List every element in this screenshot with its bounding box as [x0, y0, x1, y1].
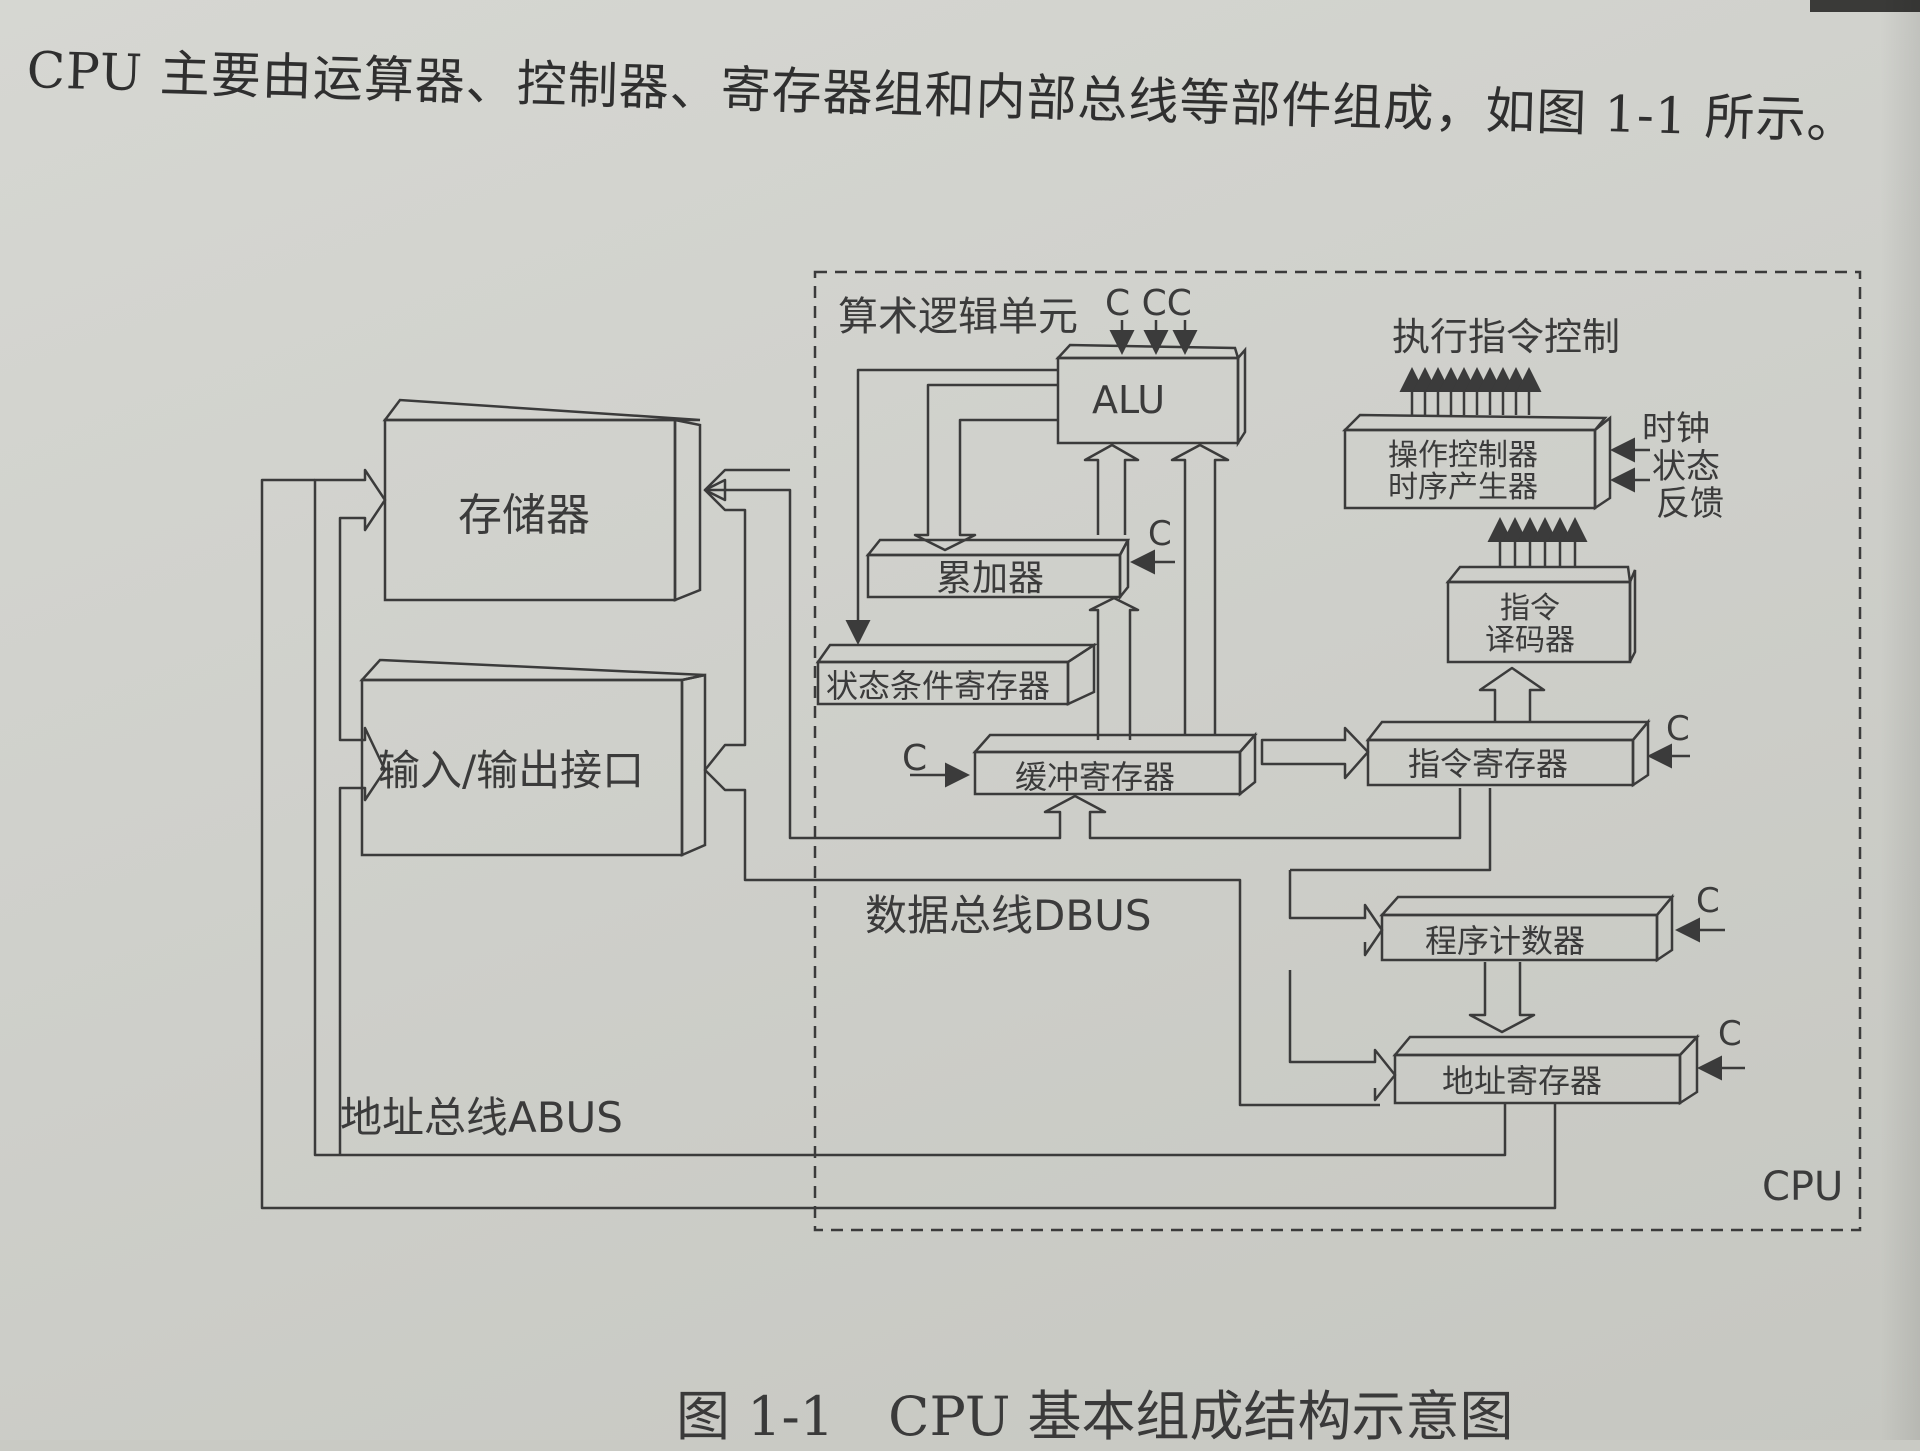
alu-clock-inputs: C CC	[1105, 283, 1192, 324]
program-counter-clock: C	[1696, 881, 1720, 921]
page-edge-shadow	[1810, 0, 1920, 12]
alu-to-status-line	[845, 368, 1058, 645]
op-controller-block	[1341, 413, 1612, 511]
data-bus-memory-head	[703, 478, 727, 502]
accumulator-to-alu-arrow	[1083, 443, 1140, 535]
io-block	[359, 658, 707, 857]
status-register-label: 状态条件寄存器	[826, 667, 1050, 705]
decoder-label-1: 指令	[1500, 591, 1560, 626]
alu-to-accumulator-arrow	[913, 383, 1058, 552]
status-register-block	[815, 642, 1099, 706]
memory-block	[382, 398, 702, 602]
program-counter-label: 程序计数器	[1425, 922, 1585, 960]
cpu-boundary	[813, 270, 1862, 1232]
alu-section-label: 算术逻辑单元	[838, 294, 1078, 340]
feedback-side-label: 反馈	[1656, 484, 1724, 524]
status-side-label: 状态	[1652, 447, 1720, 487]
address-register-block	[1392, 1033, 1700, 1106]
buffer-register-label: 缓冲寄存器	[1015, 758, 1175, 796]
figure-caption: 图 1-1 CPU 基本组成结构示意图	[676, 1385, 1514, 1448]
bus-to-pc-arrow	[1288, 870, 1384, 957]
address-bus-inner	[313, 468, 1507, 1157]
program-counter-block	[1379, 893, 1675, 963]
buffer-to-accumulator-arrow	[1088, 596, 1140, 740]
cpu-label: CPU	[1762, 1164, 1843, 1210]
decoder-label-2: 译码器	[1485, 623, 1575, 658]
data-bus-label: 数据总线DBUS	[865, 891, 1152, 940]
buffer-clock: C	[902, 738, 927, 779]
instruction-decoder-block	[1445, 565, 1637, 664]
decoder-output-arrows	[1487, 517, 1588, 567]
address-bus-outer	[260, 478, 1557, 1210]
pc-to-ar-arrow	[1468, 962, 1536, 1034]
address-register-clock: C	[1718, 1014, 1742, 1054]
buffer-register-block	[972, 731, 1258, 797]
bus-to-ar-arrow	[1288, 970, 1397, 1102]
clock-side-label: 时钟	[1642, 409, 1710, 449]
exec-control-label: 执行指令控制	[1392, 315, 1620, 359]
io-label: 输入/输出接口	[378, 746, 644, 795]
alu-block	[1055, 343, 1247, 448]
accumulator-clock: C	[1148, 514, 1172, 554]
op-controller-output-arrows	[1399, 367, 1542, 415]
page-side-shadow	[1880, 0, 1920, 1440]
alu-label: ALU	[1092, 378, 1165, 422]
accumulator-block	[865, 538, 1131, 601]
op-controller-label-1: 操作控制器	[1388, 438, 1538, 473]
data-bus-path	[705, 488, 1492, 872]
address-bus-label: 地址总线ABUS	[340, 1093, 623, 1142]
instruction-register-label: 指令寄存器	[1408, 745, 1568, 783]
memory-label: 存储器	[458, 490, 590, 541]
buffer-to-ir-arrow	[1260, 726, 1370, 780]
buffer-to-alu-arrow	[1170, 443, 1230, 735]
instruction-register-clock: C	[1666, 709, 1690, 749]
address-register-label: 地址寄存器	[1442, 1062, 1602, 1100]
instruction-register-block	[1365, 718, 1651, 788]
op-controller-label-2: 时序产生器	[1388, 470, 1538, 505]
data-bus-outer	[703, 468, 1380, 1107]
accumulator-label: 累加器	[936, 558, 1044, 599]
ir-to-decoder-arrow	[1478, 666, 1546, 722]
